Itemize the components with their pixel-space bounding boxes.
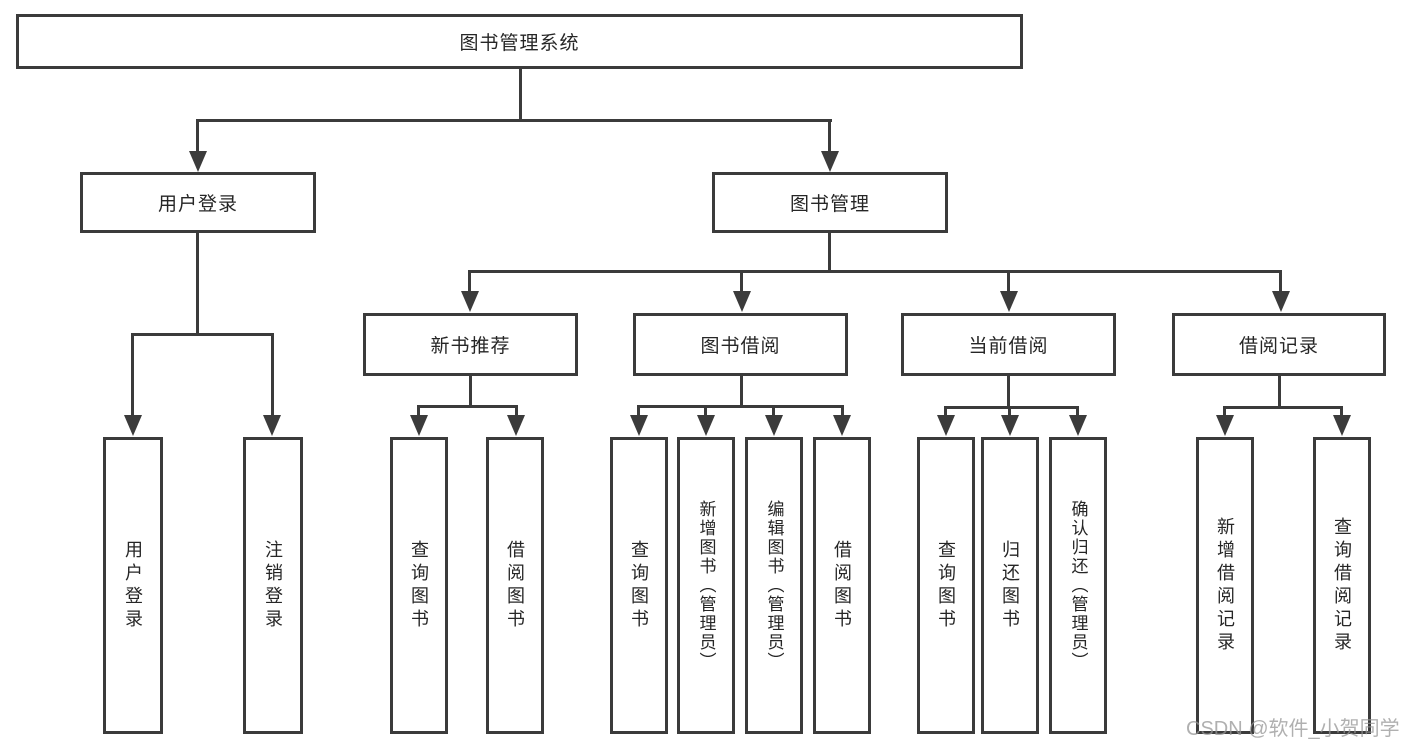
arrowhead-down-icon: [733, 291, 751, 312]
arrowhead-down-icon: [765, 415, 783, 436]
leaf-query-books-current: 查询图书: [917, 437, 975, 734]
leaf-query-books-recommend: 查询图书: [390, 437, 448, 734]
arrowhead-down-icon: [1333, 415, 1351, 436]
arrowhead-down-icon: [1000, 291, 1018, 312]
arrowhead-down-icon: [630, 415, 648, 436]
leaf-borrow-books-recommend: 借阅图书: [486, 437, 544, 734]
node-label: 查询图书: [409, 539, 429, 632]
csdn-watermark: CSDN @软件_小贺同学: [1186, 718, 1400, 740]
node-label: 查询借阅记录: [1332, 516, 1352, 655]
connector-line: [1076, 406, 1079, 416]
connector-line: [637, 405, 640, 416]
arrowhead-down-icon: [1216, 415, 1234, 436]
node-label: 归还图书: [1000, 539, 1020, 632]
leaf-edit-books-admin: 编辑图书（管理员）: [745, 437, 803, 734]
node-label: 借阅图书: [832, 539, 852, 632]
arrowhead-down-icon: [697, 415, 715, 436]
connector-line: [740, 376, 743, 407]
leaf-add-books-admin: 新增图书（管理员）: [677, 437, 735, 734]
leaf-user-login: 用户登录: [103, 437, 163, 734]
leaf-query-books-borrowing: 查询图书: [610, 437, 668, 734]
node-label: 查询图书: [936, 539, 956, 632]
connector-line: [468, 270, 1282, 273]
node-user-login: 用户登录: [80, 172, 316, 233]
node-label: 图书借阅: [700, 336, 781, 357]
connector-line: [519, 69, 522, 121]
node-label: 新书推荐: [430, 336, 511, 357]
connector-line: [196, 233, 199, 335]
node-label: 注销登录: [263, 539, 283, 632]
node-label: 新增图书（管理员）: [696, 500, 716, 671]
node-label: 借阅图书: [505, 539, 525, 632]
leaf-logout-login: 注销登录: [243, 437, 303, 734]
node-label: 图书管理系统: [459, 33, 580, 54]
leaf-return-books: 归还图书: [981, 437, 1039, 734]
leaf-add-borrow-record: 新增借阅记录: [1196, 437, 1254, 734]
connector-line: [417, 405, 420, 416]
arrowhead-down-icon: [821, 151, 839, 172]
connector-line: [944, 406, 1079, 409]
arrowhead-down-icon: [1069, 415, 1087, 436]
connector-line: [828, 233, 831, 272]
connector-line: [1223, 406, 1226, 416]
arrowhead-down-icon: [189, 151, 207, 172]
node-book-management: 图书管理: [712, 172, 948, 233]
node-current-borrowing: 当前借阅: [901, 313, 1116, 376]
connector-line: [1340, 406, 1343, 416]
arrowhead-down-icon: [1001, 415, 1019, 436]
node-label: 新增借阅记录: [1215, 516, 1235, 655]
node-label: 借阅记录: [1238, 336, 1319, 357]
connector-line: [271, 333, 274, 417]
connector-line: [1007, 376, 1010, 408]
node-label: 编辑图书（管理员）: [764, 500, 784, 671]
connector-line: [704, 405, 707, 416]
connector-line: [841, 405, 844, 416]
connector-line: [468, 270, 471, 292]
connector-line: [1278, 376, 1281, 408]
leaf-query-borrow-record: 查询借阅记录: [1313, 437, 1371, 734]
connector-line: [131, 333, 134, 417]
node-label: 图书管理: [789, 194, 870, 215]
connector-line: [944, 406, 947, 416]
connector-line: [515, 405, 518, 416]
arrowhead-down-icon: [937, 415, 955, 436]
connector-line: [1007, 270, 1010, 292]
node-borrowing-records: 借阅记录: [1172, 313, 1386, 376]
node-book-borrowing: 图书借阅: [633, 313, 848, 376]
node-new-book-recommend: 新书推荐: [363, 313, 578, 376]
node-label: 查询图书: [629, 539, 649, 632]
node-label: 用户登录: [123, 539, 143, 632]
arrowhead-down-icon: [410, 415, 428, 436]
arrowhead-down-icon: [263, 415, 281, 436]
arrowhead-down-icon: [124, 415, 142, 436]
node-label: 用户登录: [157, 194, 238, 215]
connector-line: [131, 333, 274, 336]
connector-line: [1008, 406, 1011, 416]
arrowhead-down-icon: [507, 415, 525, 436]
connector-line: [196, 119, 199, 153]
connector-line: [740, 270, 743, 292]
arrowhead-down-icon: [1272, 291, 1290, 312]
arrowhead-down-icon: [461, 291, 479, 312]
node-label: 确认归还（管理员）: [1068, 500, 1088, 671]
connector-line: [637, 405, 844, 408]
connector-line: [828, 119, 831, 153]
node-library-management-system: 图书管理系统: [16, 14, 1023, 69]
leaf-confirm-return-admin: 确认归还（管理员）: [1049, 437, 1107, 734]
node-label: 当前借阅: [968, 336, 1049, 357]
arrowhead-down-icon: [833, 415, 851, 436]
connector-line: [772, 405, 775, 416]
connector-line: [1223, 406, 1343, 409]
connector-line: [1279, 270, 1282, 292]
connector-line: [417, 405, 518, 408]
connector-line: [469, 376, 472, 407]
leaf-borrow-books-borrowing: 借阅图书: [813, 437, 871, 734]
connector-line: [196, 119, 832, 122]
